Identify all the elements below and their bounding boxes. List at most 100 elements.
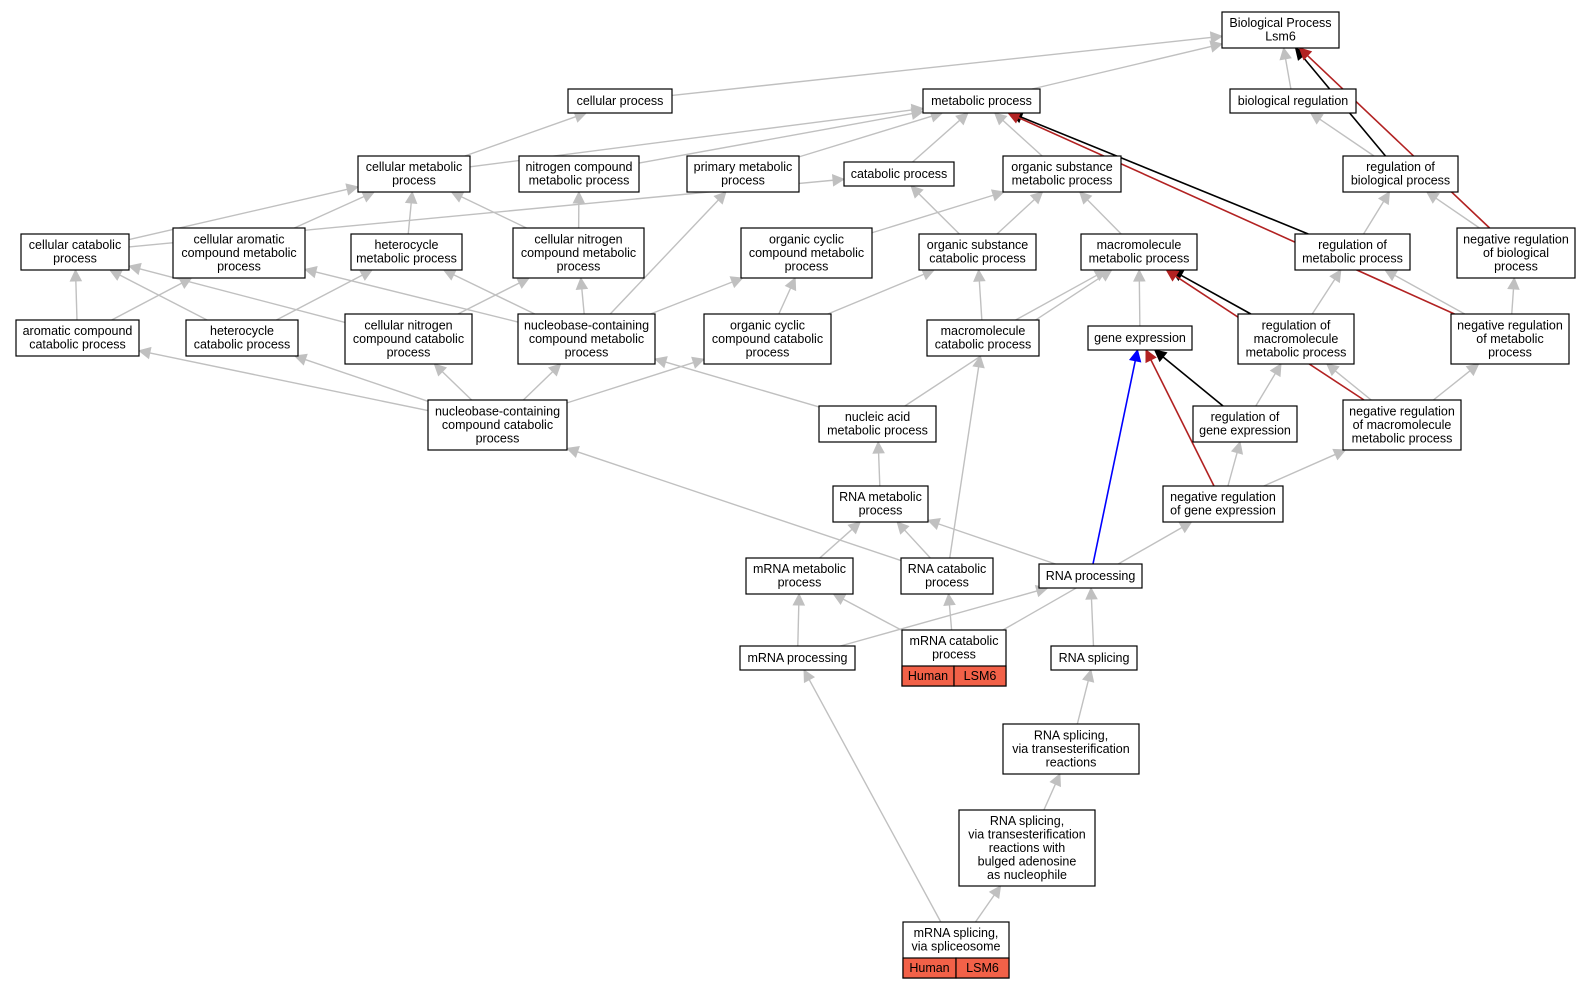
- annotation-badge-label: LSM6: [964, 669, 997, 683]
- edge-line: [305, 358, 429, 402]
- edge-arrowhead: [303, 265, 318, 279]
- node-label-line: regulation of: [1366, 160, 1435, 174]
- node-label-line: organic cyclic: [769, 232, 844, 246]
- node-label-line: process: [932, 648, 976, 662]
- annotation-badge-label: Human: [909, 961, 949, 975]
- go-term-node-rna-splicing-bulged[interactable]: RNA splicing,via transesterificationreac…: [958, 809, 1096, 887]
- edge-line: [1435, 197, 1480, 229]
- node-label-line: process: [392, 174, 436, 188]
- edge-line: [1031, 45, 1212, 90]
- edge-line: [407, 202, 412, 235]
- node-label-line: RNA metabolic: [839, 490, 922, 504]
- edge-line: [522, 371, 554, 401]
- annotation-badge: [955, 957, 1010, 979]
- edge-arrowhead: [792, 592, 806, 606]
- edge-macromolecule_catabolic-to-organic_substance_catabolic: [973, 268, 986, 321]
- go-term-node-cellular-process[interactable]: cellular process: [567, 88, 673, 114]
- edge-arrowhead: [1078, 191, 1093, 205]
- edge-arrowhead: [450, 191, 465, 203]
- node-label-line: process: [1488, 345, 1532, 359]
- edge-arrowhead: [433, 363, 448, 377]
- edge-reg_gene_expression-to-reg_macromolecule_metabolic: [1255, 363, 1282, 407]
- node-label-line: cellular nitrogen: [534, 232, 622, 246]
- edge-arrowhead: [955, 112, 969, 126]
- edge-arrowhead: [847, 521, 862, 535]
- go-term-node-biological-regulation[interactable]: biological regulation: [1229, 88, 1357, 114]
- node-box: [172, 227, 306, 279]
- go-term-node-rna-processing[interactable]: RNA processing: [1038, 563, 1143, 589]
- node-label-line: Biological Process: [1229, 16, 1331, 30]
- edge-cellular_nitrogen_catabolic-to-cellular_nitrogen_metabolic: [457, 277, 531, 315]
- node-label-line: cellular nitrogen: [364, 318, 452, 332]
- edge-arrowhead: [1029, 191, 1044, 205]
- edge-nucleobase_catabolic-to-cellular_nitrogen_catabolic: [433, 363, 473, 401]
- node-box: [832, 485, 929, 523]
- node-box: [357, 155, 471, 193]
- edge-line: [1334, 370, 1372, 401]
- node-box: [1087, 325, 1193, 351]
- go-term-node-rna-splicing-trans[interactable]: RNA splicing,via transesterificationreac…: [1002, 723, 1140, 775]
- go-term-node-mrna-processing[interactable]: mRNA processing: [739, 645, 856, 671]
- edge-organic_substance_metabolic-to-metabolic_process: [993, 112, 1043, 157]
- edge-line: [1362, 201, 1385, 235]
- go-term-node-gene-expression[interactable]: gene expression: [1087, 325, 1193, 351]
- edge-organic_cyclic_metabolic-to-organic_substance_metabolic: [871, 189, 1005, 234]
- node-label-line: process: [1494, 259, 1538, 273]
- node-label-line: via transesterification: [1012, 742, 1129, 756]
- edge-line: [1227, 452, 1238, 487]
- edge-line: [464, 116, 577, 157]
- node-label-line: metabolic process: [1352, 431, 1453, 445]
- go-term-node-catabolic-process[interactable]: catabolic process: [843, 161, 955, 187]
- node-label-line: metabolic process: [1012, 174, 1113, 188]
- edge-arrowhead: [973, 268, 986, 282]
- edge-neg_reg_gene_expression-to-neg_reg_macromolecule_metabolic: [1263, 448, 1347, 487]
- edge-mrna_catabolic-to-mrna_metabolic: [832, 593, 903, 632]
- edge-arrowhead: [1165, 269, 1180, 282]
- node-label-line: RNA splicing: [1059, 651, 1130, 665]
- node-label-line: process: [217, 259, 261, 273]
- edge-line: [1319, 118, 1375, 157]
- edge-cellular_process-to-bp: [671, 31, 1224, 97]
- node-label-line: macromolecule: [1254, 332, 1339, 346]
- go-term-node-metabolic-process[interactable]: metabolic process: [922, 88, 1041, 114]
- edge-regulation_biological-to-biological_regulation: [1309, 112, 1375, 157]
- edge-heterocycle_metabolic-to-cellular_metabolic: [404, 190, 418, 235]
- node-box: [686, 155, 800, 193]
- node-box: [1038, 563, 1143, 589]
- go-term-node-rna-splicing[interactable]: RNA splicing: [1050, 645, 1138, 671]
